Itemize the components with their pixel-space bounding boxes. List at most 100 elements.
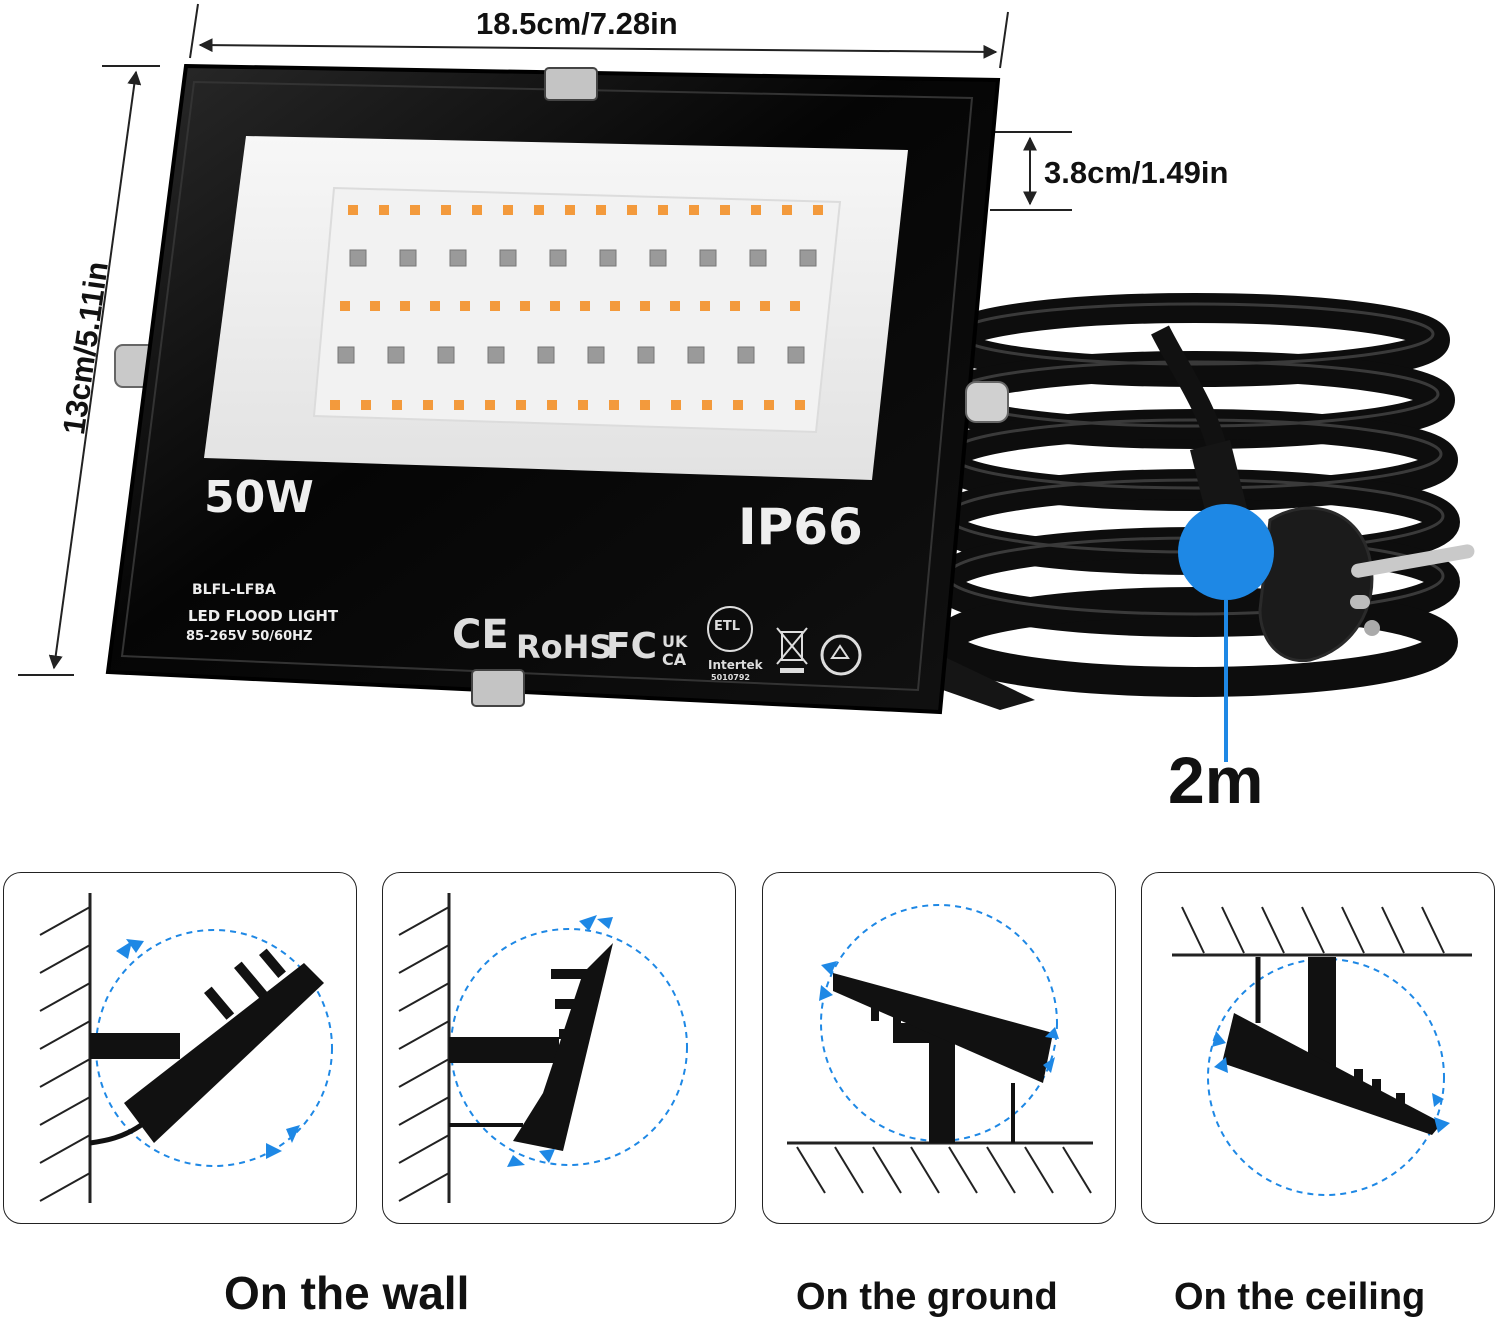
led-amber [490,301,500,311]
width-dimension-label: 18.5cm/7.28in [476,6,678,41]
led-amber [460,301,470,311]
led-rgb [537,346,555,364]
wall-mount-diagram [39,893,333,1203]
voltage-label: 85-265V 50/60HZ [186,629,313,644]
led-amber [790,301,800,311]
led-amber [609,400,619,410]
led-rgb [599,249,617,267]
led-amber [454,400,464,410]
led-amber [485,400,495,410]
led-rgb [487,346,505,364]
led-amber [430,301,440,311]
led-amber [547,400,557,410]
led-amber [730,301,740,311]
led-amber [578,400,588,410]
led-amber [720,205,730,215]
led-rgb [699,249,717,267]
led-amber [670,301,680,311]
led-amber [441,205,451,215]
led-rgb [587,346,605,364]
led-amber [764,400,774,410]
led-amber [361,400,371,410]
ground-mount-diagram [787,904,1093,1194]
led-amber [610,301,620,311]
led-rgb [449,249,467,267]
led-amber [400,301,410,311]
led-amber [640,301,650,311]
led-amber [520,301,530,311]
led-rgb [549,249,567,267]
dimension-lines [18,3,1072,676]
led-rgb [687,346,705,364]
ce-mark-icon: CE [452,612,509,658]
led-amber [702,400,712,410]
ceiling-mount-diagram [1172,906,1472,1196]
led-amber [760,301,770,311]
etl-mark-icon [707,606,753,652]
led-rgb [737,346,755,364]
led-amber [627,205,637,215]
cable-length-marker [1178,504,1274,762]
led-amber [689,205,699,215]
led-amber [503,205,513,215]
wattage-label: 50W [204,472,314,523]
led-rgb [387,346,405,364]
led-amber [410,205,420,215]
description-label: LED FLOOD LIGHT [188,607,339,625]
led-amber [733,400,743,410]
led-rgb [499,249,517,267]
led-amber [671,400,681,410]
power-cable-coil [930,293,1475,697]
led-amber [472,205,482,215]
led-amber [751,205,761,215]
intertek-number: 5010792 [711,673,750,682]
led-rgb [749,249,767,267]
led-amber [392,400,402,410]
led-rgb [649,249,667,267]
mount-panel-wall-2 [382,872,736,1224]
ukca-bottom-icon: CA [662,650,687,669]
led-amber [348,205,358,215]
led-amber [813,205,823,215]
weee-bin-icon [776,627,808,673]
etl-mark-text: ETL [714,619,741,634]
caption-on-the-ground: On the ground [796,1276,1058,1318]
led-array [330,205,823,410]
fcc-mark-icon: FC [606,626,658,667]
led-amber [534,205,544,215]
rohs-mark-icon: RoHS [516,628,613,666]
intertek-label: Intertek [708,658,763,672]
led-amber [658,205,668,215]
mount-panel-wall-1 [3,872,357,1224]
led-amber [340,301,350,311]
led-amber [370,301,380,311]
led-amber [580,301,590,311]
led-amber [700,301,710,311]
led-amber [565,205,575,215]
led-rgb [787,346,805,364]
led-rgb [799,249,817,267]
caption-on-the-ceiling: On the ceiling [1174,1276,1426,1318]
depth-dimension-label: 3.8cm/1.49in [1044,155,1229,190]
led-rgb [437,346,455,364]
cable-length-label: 2m [1168,743,1264,817]
led-rgb [637,346,655,364]
ukca-top-icon: UK [662,632,688,651]
mount-panel-ground [762,872,1116,1224]
led-amber [596,205,606,215]
led-amber [550,301,560,311]
led-rgb [399,249,417,267]
led-amber [640,400,650,410]
mount-panel-ceiling [1141,872,1495,1224]
led-amber [795,400,805,410]
model-label: BLFL-LFBA [192,582,276,598]
led-amber [330,400,340,410]
caption-on-the-wall: On the wall [224,1267,470,1319]
wall-mount-diagram-2 [398,893,688,1203]
recycle-icon [820,634,862,676]
led-amber [423,400,433,410]
led-amber [379,205,389,215]
ip-rating-label: IP66 [738,498,863,556]
led-amber [516,400,526,410]
led-rgb [349,249,367,267]
